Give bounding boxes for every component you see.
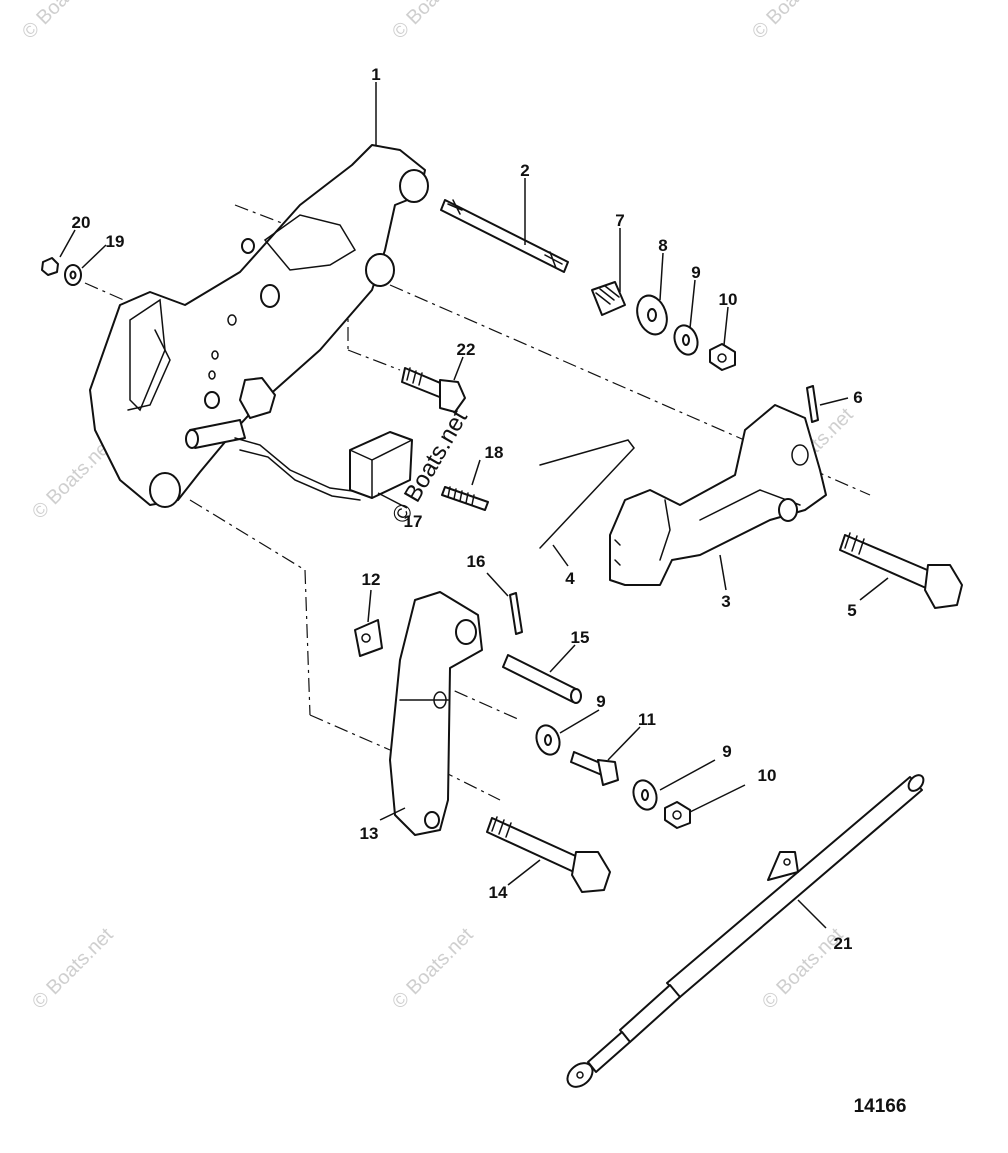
- watermark: © Boats.net: [388, 0, 478, 44]
- part-18-screw: [441, 486, 489, 511]
- part-3-lever: [609, 404, 827, 586]
- callout-18: 18: [485, 443, 504, 462]
- part-5-bolt: [839, 532, 963, 609]
- part-15-pin: [502, 654, 582, 704]
- callout-17: 17: [404, 512, 423, 531]
- watermark: © Boats.net: [388, 924, 478, 1014]
- callout-10: 10: [719, 290, 738, 309]
- part-10-nut: [664, 801, 691, 829]
- part-19-washer: [64, 264, 82, 286]
- callout-12: 12: [362, 570, 381, 589]
- callout-10: 10: [758, 766, 777, 785]
- part-22-bolt: [401, 367, 466, 413]
- callout-22: 22: [457, 340, 476, 359]
- part-9-washer: [673, 324, 699, 356]
- watermark: © Boats.net: [28, 924, 118, 1014]
- part-4-spring-wire: [539, 439, 635, 549]
- callouts: 1 2 7 8 9 10 6 20 19 22 18 17 4 3 5 12 1…: [72, 65, 863, 953]
- callout-8: 8: [658, 236, 667, 255]
- part-9-washer: [535, 724, 561, 756]
- part-14-bolt: [486, 816, 611, 893]
- part-6-pin: [806, 385, 819, 423]
- callout-4: 4: [565, 569, 575, 588]
- watermark: © Boats.net: [18, 0, 108, 44]
- part-1-bracket: [89, 144, 429, 508]
- callout-9: 9: [691, 263, 700, 282]
- callout-3: 3: [721, 592, 730, 611]
- callout-16: 16: [467, 552, 486, 571]
- callout-9: 9: [722, 742, 731, 761]
- part-9-washer: [632, 779, 658, 811]
- callout-20: 20: [72, 213, 91, 232]
- callout-15: 15: [571, 628, 590, 647]
- part-16-pin: [509, 592, 523, 635]
- part-12-clip: [354, 619, 383, 657]
- figure-number: 14166: [854, 1096, 907, 1117]
- callout-21: 21: [834, 934, 853, 953]
- callout-11: 11: [638, 710, 656, 729]
- callout-13: 13: [360, 824, 379, 843]
- part-13-arm: [389, 591, 483, 836]
- callout-2: 2: [520, 161, 529, 180]
- callout-14: 14: [489, 883, 508, 902]
- part-2-stud: [440, 199, 569, 273]
- part-10-nut: [709, 343, 736, 371]
- callout-5: 5: [847, 601, 856, 620]
- part-20-nut: [41, 257, 59, 276]
- callout-1: 1: [371, 65, 380, 84]
- part-11-stud: [570, 751, 619, 786]
- callout-6: 6: [853, 388, 862, 407]
- part-17-switch: [234, 431, 413, 501]
- callout-7: 7: [615, 211, 624, 230]
- leader-lines: [59, 82, 889, 929]
- part-21-rod: [566, 774, 925, 1088]
- watermark: © Boats.net: [748, 0, 838, 44]
- callout-19: 19: [106, 232, 125, 251]
- part-8-washer: [636, 294, 668, 336]
- part-7-spring: [591, 281, 626, 316]
- callout-9: 9: [596, 692, 605, 711]
